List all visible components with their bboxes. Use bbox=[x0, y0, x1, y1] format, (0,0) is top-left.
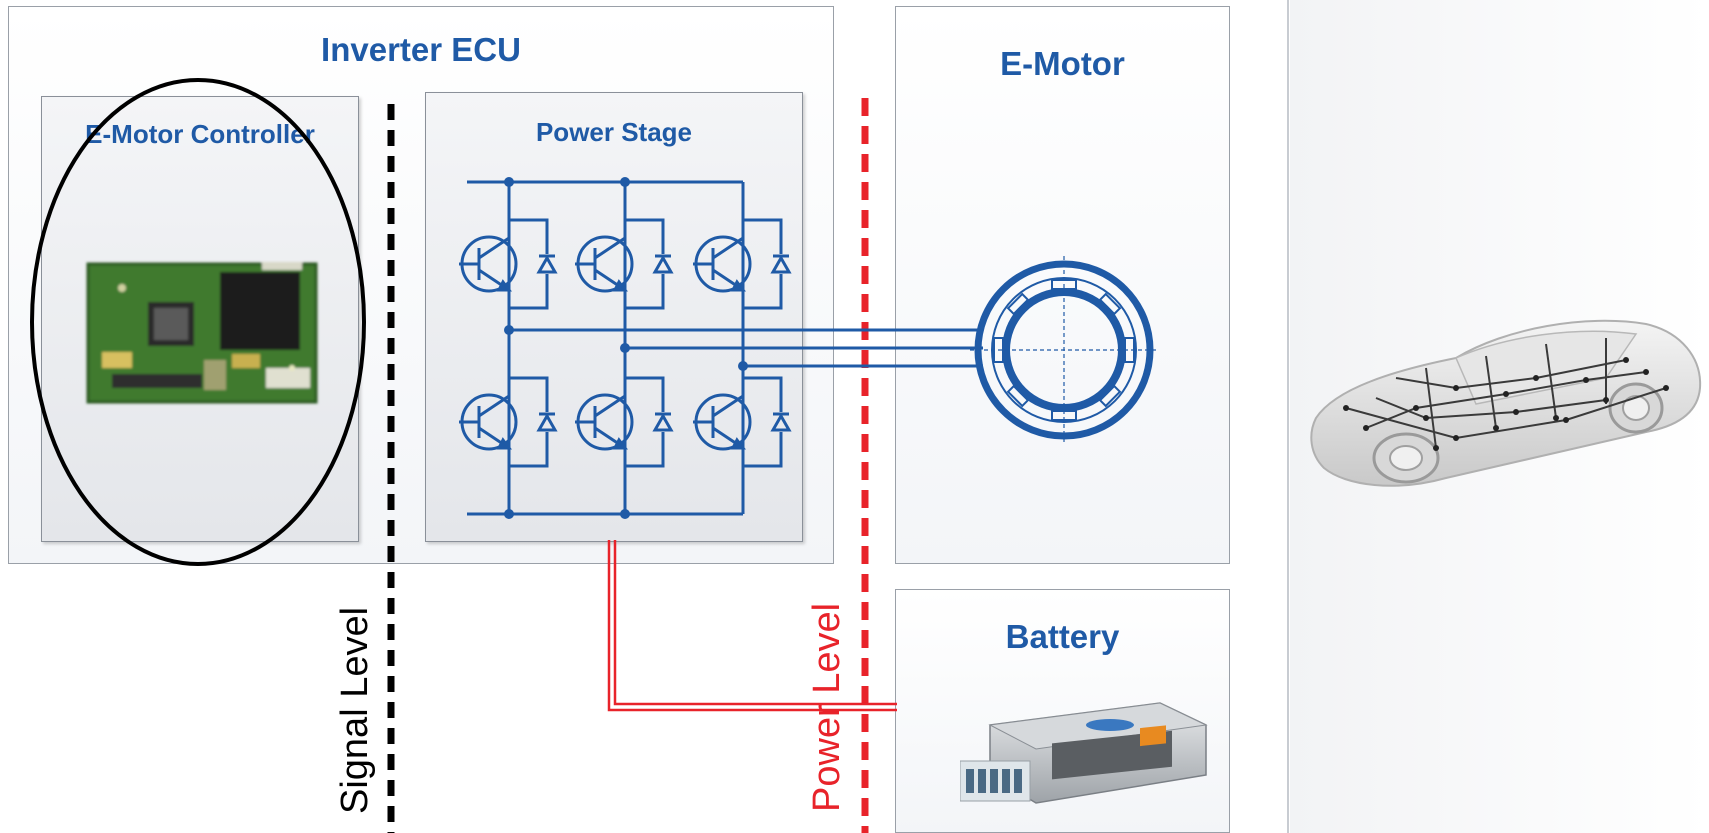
power-stage-box: Power Stage bbox=[425, 92, 803, 542]
battery-pack-icon bbox=[960, 702, 1208, 804]
igbt-transistor-icon bbox=[459, 218, 558, 310]
controller-highlight-ellipse bbox=[30, 78, 366, 566]
power-cable bbox=[607, 540, 897, 712]
signal-level-divider bbox=[387, 104, 395, 833]
emotor-controller-title: E-Motor Controller bbox=[85, 119, 315, 149]
emotor-title: E-Motor bbox=[1000, 45, 1125, 82]
power-level-divider bbox=[861, 98, 869, 833]
igbt-transistor-icon bbox=[693, 376, 792, 468]
igbt-transistor-icon bbox=[575, 376, 674, 468]
emotor-panel: E-Motor bbox=[895, 6, 1230, 564]
phase-connections bbox=[803, 328, 983, 368]
inverter-ecu-title: Inverter ECU bbox=[321, 31, 521, 68]
power-stage-title: Power Stage bbox=[535, 117, 693, 147]
signal-level-label: Signal Level bbox=[334, 606, 376, 814]
car-wiring-harness-icon bbox=[1310, 319, 1702, 487]
section-separator bbox=[1287, 0, 1289, 833]
inverter-bridge-circuit bbox=[459, 177, 803, 519]
battery-title: Battery bbox=[1005, 618, 1120, 655]
igbt-transistor-icon bbox=[575, 218, 674, 310]
igbt-transistor-icon bbox=[459, 376, 558, 468]
igbt-transistor-icon bbox=[693, 218, 792, 310]
pcb-board-icon bbox=[86, 262, 318, 404]
motor-stator-icon bbox=[970, 256, 1158, 444]
